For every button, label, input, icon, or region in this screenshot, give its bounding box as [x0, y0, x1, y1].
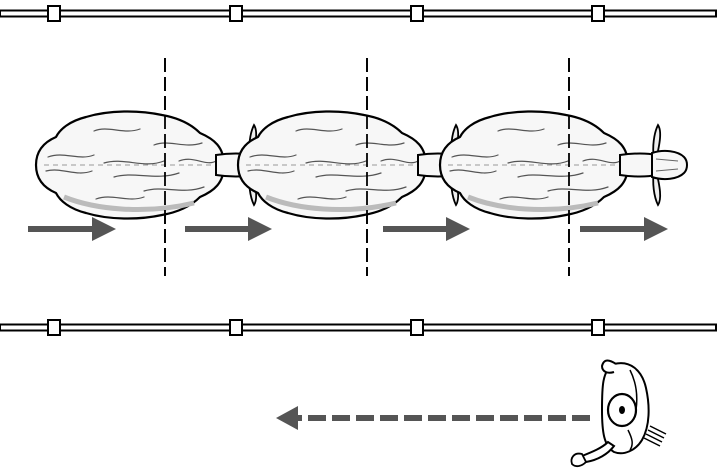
bottom-fence: [0, 319, 717, 336]
fence-post-icon: [591, 319, 605, 336]
fence-post-icon: [410, 5, 424, 22]
balance-lines-overlay: [164, 58, 570, 276]
fence-post-icon: [410, 319, 424, 336]
sheep-icon: [440, 111, 687, 218]
fence-post-icon: [229, 319, 243, 336]
dashed-left-arrow-icon: [276, 406, 590, 430]
fence-post-icon: [591, 5, 605, 22]
top-fence: [0, 5, 717, 22]
fence-post-icon: [229, 5, 243, 22]
person-top-view-icon: [570, 359, 667, 468]
fence-post-icon: [47, 319, 61, 336]
fence-post-icon: [47, 5, 61, 22]
